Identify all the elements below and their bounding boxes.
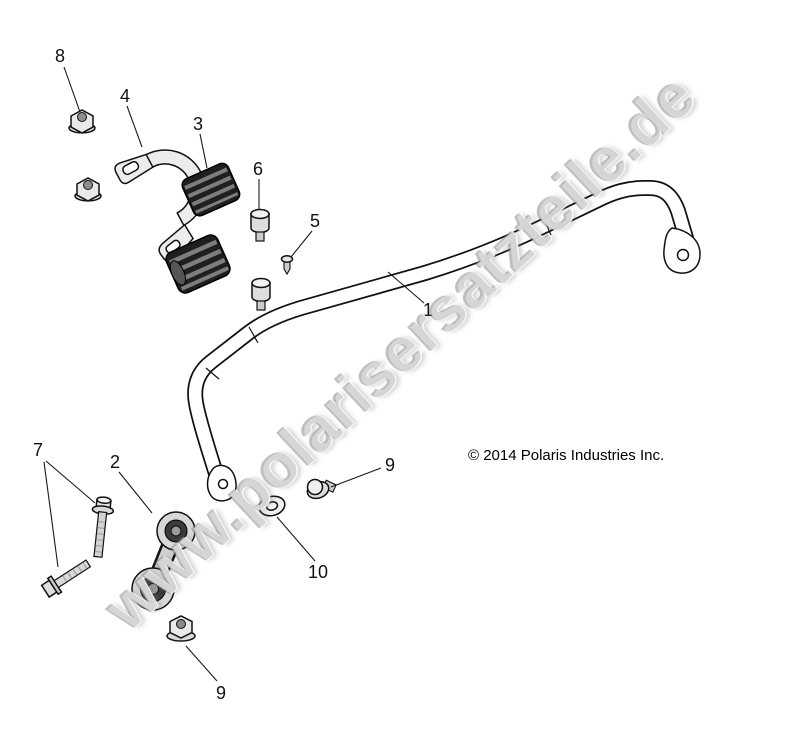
- leader-line-8: [63, 66, 81, 113]
- stabilizer-bar-drawing: [187, 180, 701, 502]
- callout-3: 3: [193, 114, 203, 134]
- callout-5: 5: [310, 211, 320, 231]
- callout-10: 10: [308, 562, 328, 582]
- leader-line-3: [199, 133, 208, 169]
- flange-nut-upper-drawing: [68, 109, 96, 134]
- callout-labels: 8 4 3 6 5 1 9 10 2 7 9: [33, 46, 433, 703]
- copyright-notice: © 2014 Polaris Industries Inc.: [468, 447, 665, 464]
- spacer-bolt-lower-drawing: [251, 277, 271, 311]
- link-bolt-long-drawing: [91, 496, 115, 558]
- leader-line-7a: [45, 460, 96, 504]
- callout-8: 8: [55, 46, 65, 66]
- stabilizer-link-drawing: [131, 511, 196, 611]
- bar-left-end-tab: [206, 464, 237, 502]
- bushing-upper-drawing: [181, 162, 241, 217]
- spacer-bolt-upper-drawing: [250, 208, 270, 242]
- callout-2: 2: [110, 452, 120, 472]
- leader-line-4: [126, 105, 143, 148]
- callout-9a: 9: [385, 455, 395, 475]
- washer-drawing: [258, 495, 286, 517]
- leader-line-5: [290, 230, 313, 258]
- bushing-lower-drawing: [165, 234, 231, 294]
- leader-line-2: [118, 471, 153, 514]
- leader-lines: [43, 66, 425, 682]
- leader-line-1: [387, 271, 425, 304]
- callout-4: 4: [120, 86, 130, 106]
- bar-right-end-tab: [663, 227, 701, 274]
- callout-1: 1: [423, 300, 433, 320]
- leader-line-9b: [185, 645, 218, 682]
- flange-nut-lower-drawing: [166, 615, 196, 642]
- callout-6: 6: [253, 159, 263, 179]
- callout-7: 7: [33, 440, 43, 460]
- small-screw-drawing: [280, 255, 294, 276]
- link-bolt-short-drawing: [40, 559, 92, 599]
- flange-nut-mid-drawing: [74, 177, 102, 202]
- leader-line-10: [276, 516, 316, 562]
- callout-9b: 9: [216, 683, 226, 703]
- flange-bolt-drawing: [306, 478, 337, 500]
- leader-line-9a: [330, 467, 382, 488]
- leader-line-7b: [43, 461, 59, 568]
